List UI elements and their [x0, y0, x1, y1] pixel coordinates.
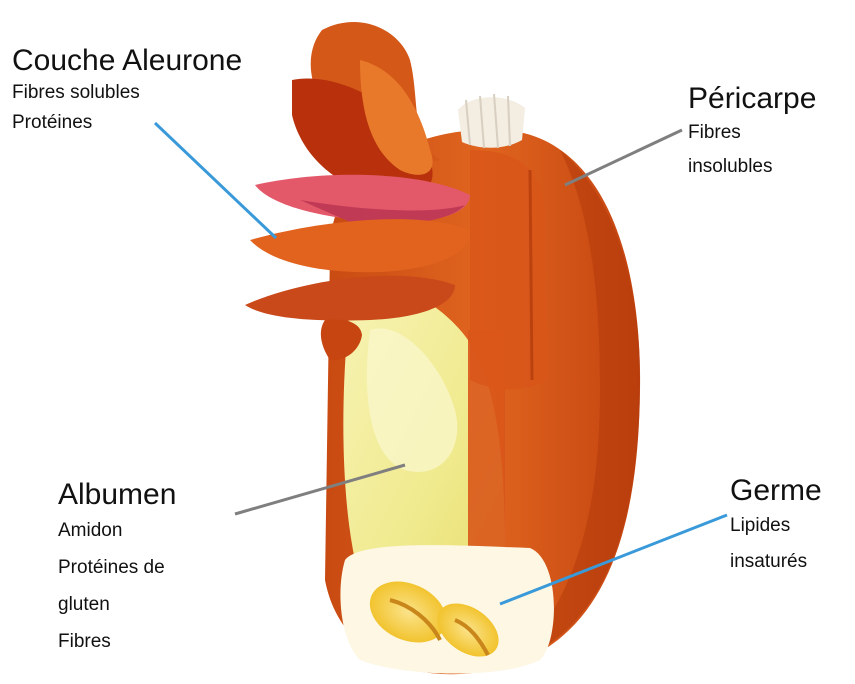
aleurone-title: Couche Aleurone — [12, 44, 242, 78]
leader-pericarpe — [565, 130, 682, 185]
aleurone-line: Protéines — [12, 108, 242, 138]
label-germe: Germe Lipides insaturés — [730, 474, 822, 580]
label-albumen: Albumen Amidon Protéines de gluten Fibre… — [58, 478, 176, 660]
leader-aleurone — [155, 123, 276, 238]
aleurone-line: Fibres solubles — [12, 78, 242, 108]
pericarpe-line: insolubles — [688, 150, 816, 184]
pericarpe-details: Fibres insolubles — [688, 116, 816, 184]
aleurone-details: Fibres solubles Protéines — [12, 78, 242, 138]
pericarpe-title: Péricarpe — [688, 82, 816, 116]
pericarp-seam — [470, 150, 548, 389]
albumen-line: Amidon — [58, 512, 176, 549]
albumen-details: Amidon Protéines de gluten Fibres — [58, 512, 176, 660]
albumen-line: Fibres — [58, 623, 176, 660]
germe-line: Lipides — [730, 508, 822, 544]
pericarpe-line: Fibres — [688, 116, 816, 150]
albumen-line: Protéines de — [58, 549, 176, 586]
germe-line: insaturés — [730, 544, 822, 580]
label-pericarpe: Péricarpe Fibres insolubles — [688, 82, 816, 184]
albumen-line: gluten — [58, 586, 176, 623]
germe-title: Germe — [730, 474, 822, 508]
albumen-title: Albumen — [58, 478, 176, 512]
label-aleurone: Couche Aleurone Fibres solubles Protéine… — [12, 44, 242, 138]
germe-details: Lipides insaturés — [730, 508, 822, 580]
